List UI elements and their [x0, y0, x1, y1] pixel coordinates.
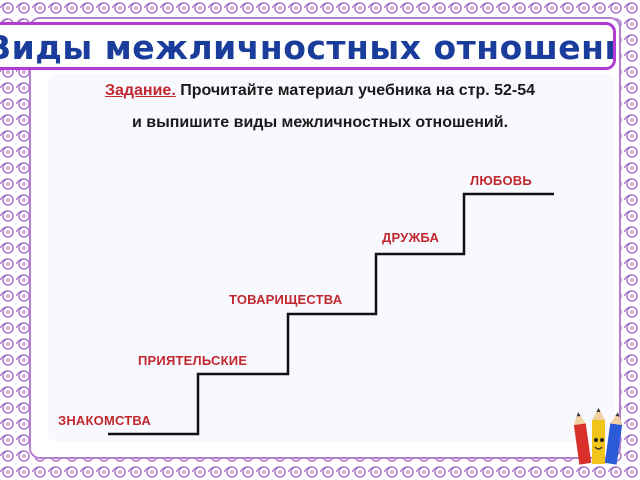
slide-title: Виды межличностных отношений [0, 28, 616, 67]
task-line-1: Задание. Прочитайте материал учебника на… [0, 82, 640, 100]
step-label-friendly: ПРИЯТЕЛЬСКИЕ [138, 353, 248, 368]
step-label-acquaintance: ЗНАКОМСТВА [58, 413, 151, 428]
staircase-line [108, 192, 554, 436]
step-label-love: ЛЮБОВЬ [470, 173, 532, 188]
task-text-1: Прочитайте материал учебника на стр. 52-… [175, 82, 536, 99]
title-band: Виды межличностных отношений [0, 22, 616, 70]
step-label-comradeship: ТОВАРИЩЕСТВА [229, 292, 343, 307]
content-panel [48, 74, 614, 442]
task-line-2: и выпишите виды межличностных отношений. [131, 114, 509, 131]
step-label-friendship: ДРУЖБА [382, 230, 440, 245]
task-label: Задание. [104, 82, 176, 99]
pencils-clipart [573, 408, 623, 465]
